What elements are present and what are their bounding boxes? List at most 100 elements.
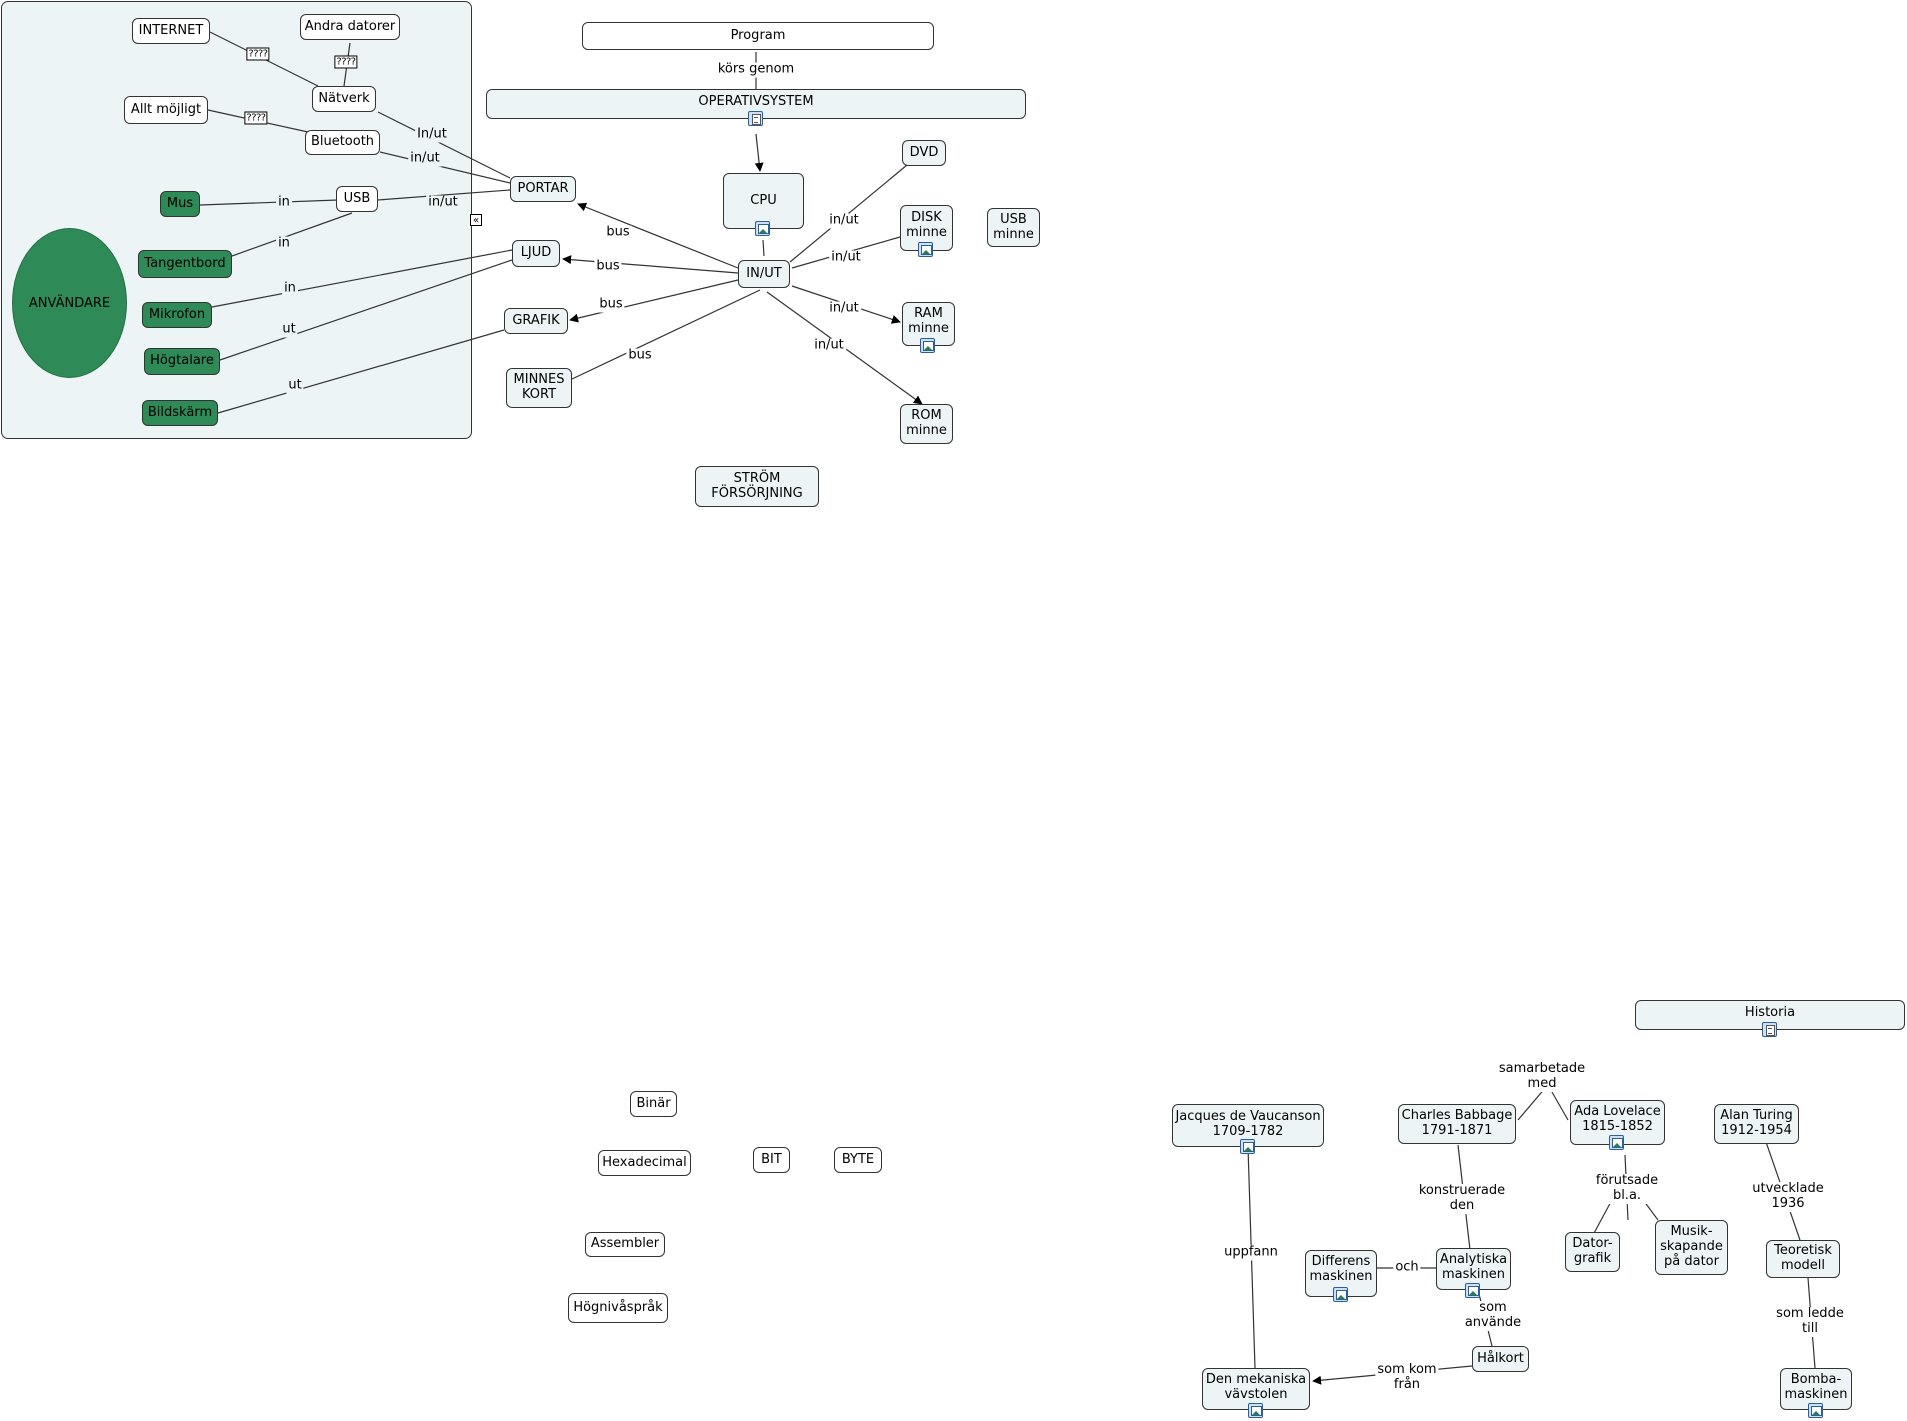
link-label-allt-mojligt: ???? [244, 111, 268, 125]
node-natverk-label: Nätverk [318, 90, 370, 106]
node-musik[interactable]: Musik- skapande på dator [1655, 1220, 1728, 1275]
node-strom-label: STRÖM FÖRSÖRJNING [711, 470, 803, 501]
link-label-mikrofon-in: in [282, 280, 298, 297]
link-label-andra-datorer: ???? [334, 55, 358, 69]
image-icon[interactable] [920, 338, 935, 353]
node-byte[interactable]: BYTE [834, 1147, 882, 1173]
link-label-bus-portar: bus [604, 224, 632, 241]
link-label-bildskarm-ut: ut [286, 377, 304, 394]
node-lovelace-label: Ada Lovelace 1815-1852 [1574, 1104, 1661, 1134]
node-datorgrafik[interactable]: Dator- grafik [1565, 1232, 1620, 1272]
node-lovelace[interactable]: Ada Lovelace 1815-1852 [1570, 1100, 1665, 1145]
node-datorgrafik-label: Dator- grafik [1572, 1236, 1613, 1266]
node-bildskarm-label: Bildskärm [147, 404, 213, 420]
node-usb-minne[interactable]: USB minne [987, 208, 1040, 247]
node-hognivasprak[interactable]: Högnivåspråk [568, 1293, 668, 1323]
node-tangentbord[interactable]: Tangentbord [138, 250, 232, 278]
node-assembler[interactable]: Assembler [585, 1232, 665, 1257]
image-icon[interactable] [1808, 1403, 1823, 1418]
node-dvd[interactable]: DVD [902, 140, 946, 166]
document-icon[interactable] [1762, 1022, 1777, 1037]
node-babbage[interactable]: Charles Babbage 1791-1871 [1398, 1104, 1516, 1144]
node-teoretisk[interactable]: Teoretisk modell [1766, 1240, 1840, 1278]
node-mus[interactable]: Mus [160, 191, 200, 217]
image-icon[interactable] [755, 221, 770, 236]
link-label-bus-minnes: bus [626, 347, 654, 364]
link-label-inut-dvd: in/ut [827, 212, 861, 229]
link-label-hogtalare-ut: ut [280, 321, 298, 338]
node-program[interactable]: Program [582, 22, 934, 50]
node-bluetooth[interactable]: Bluetooth [305, 130, 380, 155]
collapse-icon[interactable]: « [470, 214, 482, 226]
node-cpu[interactable]: CPU [723, 173, 804, 229]
link-label-som-ledde: som ledde till [1774, 1306, 1846, 1337]
node-usb[interactable]: USB [336, 186, 378, 212]
node-ljud[interactable]: LJUD [512, 240, 560, 267]
node-portar[interactable]: PORTAR [510, 176, 576, 202]
node-turing-label: Alan Turing 1912-1954 [1720, 1108, 1793, 1138]
node-in-ut-label: IN/UT [746, 265, 782, 281]
node-ljud-label: LJUD [520, 245, 552, 261]
document-icon[interactable] [748, 111, 763, 126]
node-vavstolen-label: Den mekaniska vävstolen [1205, 1372, 1307, 1402]
node-turing[interactable]: Alan Turing 1912-1954 [1714, 1104, 1799, 1144]
node-allt-mojligt[interactable]: Allt möjligt [124, 96, 208, 124]
node-hexadecimal[interactable]: Hexadecimal [598, 1150, 691, 1176]
node-rom-minne[interactable]: ROM minne [900, 404, 953, 444]
image-icon[interactable] [1465, 1283, 1480, 1298]
anvandare-node[interactable]: ANVÄNDARE [12, 228, 127, 378]
link-label-kors-genom: körs genom [715, 61, 797, 78]
node-babbage-label: Charles Babbage 1791-1871 [1401, 1108, 1513, 1138]
node-ram-minne[interactable]: RAM minne [902, 302, 955, 346]
node-grafik[interactable]: GRAFIK [504, 308, 568, 334]
node-bit-label: BIT [761, 1151, 782, 1167]
node-andra-datorer-label: Andra datorer [304, 18, 396, 34]
link-label-inut-rom: in/ut [812, 337, 846, 354]
node-byte-label: BYTE [841, 1151, 875, 1167]
node-mikrofon-label: Mikrofon [148, 306, 206, 322]
link-label-utvecklade: utvecklade 1936 [1750, 1181, 1826, 1212]
node-natverk[interactable]: Nätverk [312, 86, 376, 112]
node-minneskort[interactable]: MINNES KORT [506, 368, 572, 408]
node-rom-minne-label: ROM minne [906, 408, 947, 438]
image-icon[interactable] [1248, 1403, 1263, 1418]
node-usb-minne-label: USB minne [993, 211, 1034, 242]
node-cpu-label: CPU [750, 192, 777, 208]
link-label-usb-inut: in/ut [426, 194, 460, 211]
anvandare-label: ANVÄNDARE [28, 295, 111, 311]
node-usb-label: USB [343, 190, 371, 206]
link-label-bus-grafik: bus [597, 296, 625, 313]
node-bomba-label: Bomba- maskinen [1784, 1372, 1848, 1402]
node-bluetooth-label: Bluetooth [310, 134, 375, 150]
link-label-tangentbord-in: in [276, 235, 292, 252]
image-icon[interactable] [918, 242, 933, 257]
image-icon[interactable] [1240, 1139, 1255, 1154]
node-in-ut[interactable]: IN/UT [738, 260, 790, 288]
link-label-bus-ljud: bus [594, 258, 622, 275]
link-label-inut-ram: in/ut [827, 300, 861, 317]
node-strom[interactable]: STRÖM FÖRSÖRJNING [695, 466, 819, 507]
node-operativsystem-label: OPERATIVSYSTEM [698, 94, 814, 109]
node-disk-minne-label: DISK minne [906, 210, 947, 240]
node-hogtalare[interactable]: Högtalare [144, 348, 220, 375]
link-label-som-anvande: som använde [1462, 1300, 1524, 1331]
node-hognivasprak-label: Högnivåspråk [573, 1299, 663, 1315]
node-binar[interactable]: Binär [630, 1091, 677, 1117]
node-vaucanson[interactable]: Jacques de Vaucanson 1709-1782 [1172, 1104, 1324, 1147]
node-andra-datorer[interactable]: Andra datorer [300, 14, 400, 40]
link-label-inut-disk: in/ut [829, 249, 863, 266]
link-label-mus-in: in [276, 194, 292, 211]
image-icon[interactable] [1609, 1135, 1624, 1150]
node-bit[interactable]: BIT [753, 1147, 790, 1173]
node-vaucanson-label: Jacques de Vaucanson 1709-1782 [1175, 1109, 1321, 1139]
node-bildskarm[interactable]: Bildskärm [142, 400, 218, 426]
node-internet[interactable]: INTERNET [132, 18, 210, 44]
node-internet-label: INTERNET [138, 22, 204, 38]
link-label-som-kom: som kom från [1375, 1362, 1439, 1393]
node-mikrofon[interactable]: Mikrofon [142, 302, 212, 328]
node-halkort[interactable]: Hålkort [1472, 1346, 1529, 1372]
image-icon[interactable] [1333, 1287, 1348, 1302]
node-hogtalare-label: Högtalare [150, 353, 214, 369]
node-ram-minne-label: RAM minne [908, 306, 949, 336]
